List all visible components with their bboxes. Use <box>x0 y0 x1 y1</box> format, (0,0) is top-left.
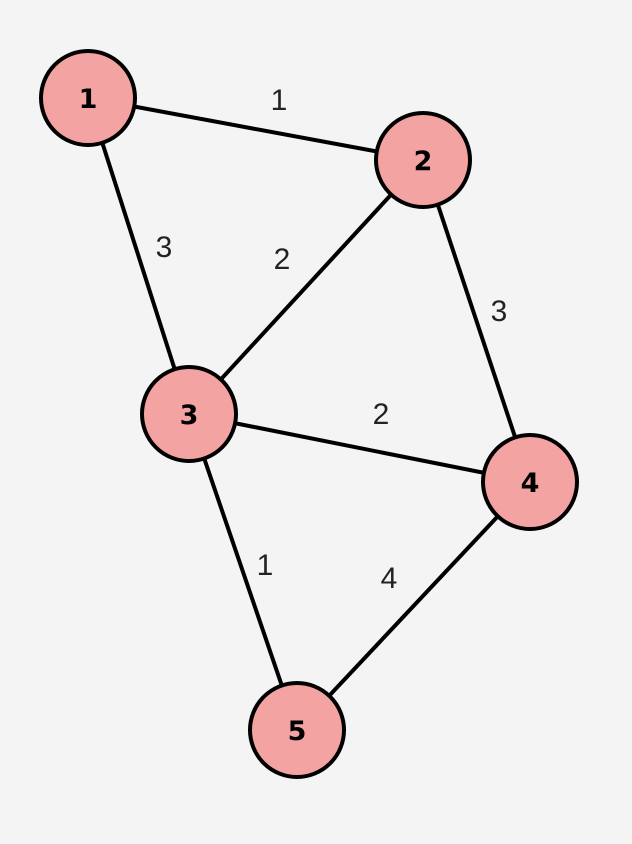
nodes-layer: 1 2 3 4 5 <box>39 49 579 779</box>
edge-2-4 <box>421 159 532 483</box>
edge-4-5 <box>295 480 532 732</box>
node-1: 1 <box>39 49 137 147</box>
node-1-circle <box>39 49 137 147</box>
node-5: 5 <box>248 681 346 779</box>
edge-1-3 <box>86 97 191 415</box>
node-1-label: 1 <box>79 84 98 115</box>
node-4-circle <box>481 433 579 531</box>
edge-weight-2-4: 3 <box>491 295 508 328</box>
edge-weight-1-3: 3 <box>156 231 173 264</box>
edge-weight-3-5: 1 <box>257 549 274 582</box>
edge-1-2 <box>87 96 424 162</box>
edge-weight-4-5: 4 <box>381 562 398 595</box>
edge-weight-3-4: 2 <box>373 398 390 431</box>
node-3: 3 <box>140 365 238 463</box>
node-4-label: 4 <box>521 468 540 499</box>
node-5-circle <box>248 681 346 779</box>
node-2: 2 <box>374 111 472 209</box>
node-2-circle <box>374 111 472 209</box>
edge-weight-1-2: 1 <box>271 84 288 117</box>
node-5-label: 5 <box>288 716 307 747</box>
edges-layer <box>86 96 532 732</box>
edge-weight-2-3: 2 <box>274 243 291 276</box>
edge-2-3 <box>187 158 425 416</box>
node-4: 4 <box>481 433 579 531</box>
node-2-label: 2 <box>414 146 433 177</box>
node-3-label: 3 <box>180 400 199 431</box>
node-3-circle <box>140 365 238 463</box>
edge-3-4 <box>188 412 531 484</box>
edge-3-5 <box>187 413 299 731</box>
weights-layer: 1 3 2 3 2 1 4 <box>156 84 508 595</box>
